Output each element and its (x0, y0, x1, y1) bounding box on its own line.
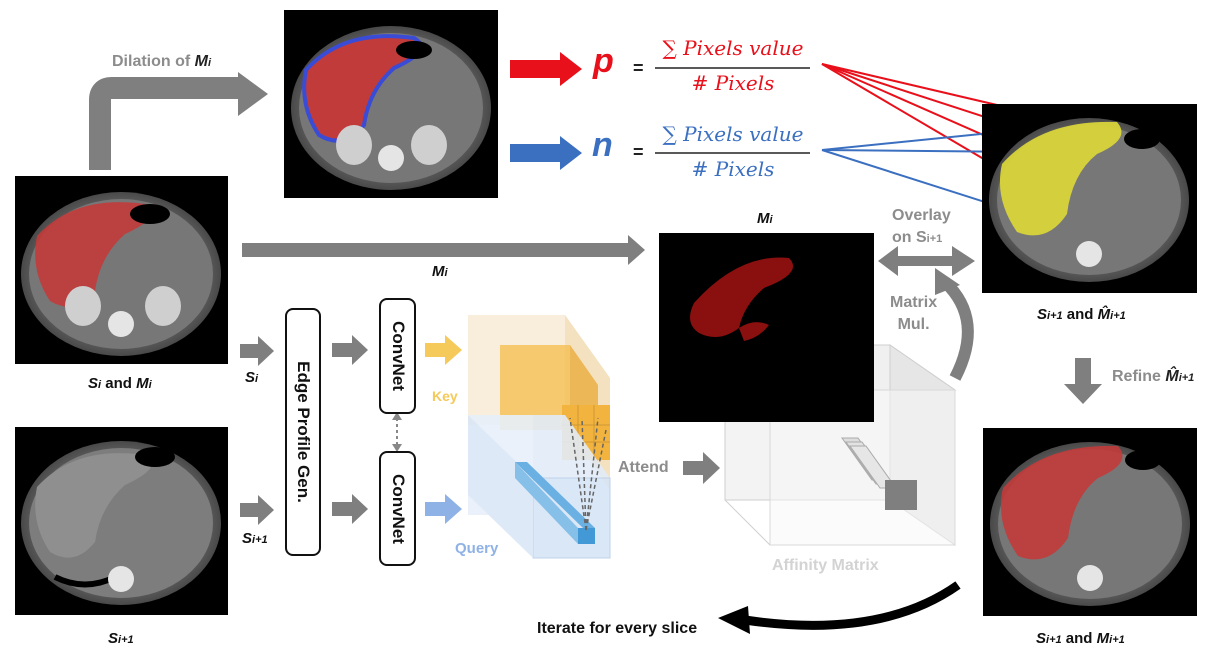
si-mi-caption-sub1: i (98, 379, 102, 391)
dilation-ct-image (284, 10, 498, 198)
bottom-right-m: M (1096, 630, 1110, 647)
si1-caption-s: S (108, 630, 119, 647)
overlay-text: Overlay (892, 207, 951, 224)
dilation-m: M (194, 53, 208, 70)
bottom-right-ct-image (983, 428, 1197, 616)
top-right-caption: Si+1 and M̂i+1 (1037, 306, 1126, 323)
convnet-bottom-text: ConvNet (388, 473, 408, 544)
dilation-label: Dilation of Mi (112, 53, 211, 71)
mi-image-title: Mi (757, 210, 773, 227)
matrix-mul-text2: Mul. (897, 316, 930, 333)
si1-ct-image (15, 427, 228, 615)
affinity-label: Affinity Matrix (772, 557, 879, 574)
si-mi-caption-sub2: i (148, 379, 152, 391)
bottom-right-s-sub: i+1 (1046, 634, 1062, 646)
si1-arrow (240, 495, 274, 525)
p-symbol: p (593, 42, 614, 80)
bottom-right-m-sub: i+1 (1109, 634, 1125, 646)
refine-m: M̂ (1165, 368, 1179, 385)
overlay-label: Overlay on Si+1 (892, 205, 951, 250)
query-arrow (425, 494, 462, 524)
mi-arrow-m: M (432, 263, 445, 280)
edge-profile-box: Edge Profile Gen. (285, 308, 321, 556)
query-cube (468, 415, 611, 559)
refine-label: Refine M̂i+1 (1112, 368, 1194, 386)
matrix-mul-label: Matrix Mul. (890, 292, 937, 336)
iterate-label: Iterate for every slice (537, 620, 698, 637)
si-input-s: S (245, 369, 256, 386)
top-right-ct-image (982, 104, 1197, 293)
iterate-arrow (718, 581, 961, 634)
refine-arrow (1064, 358, 1102, 404)
si1-input-label: Si+1 (242, 530, 268, 547)
bottom-right-s: S (1036, 630, 1047, 647)
bottom-right-and: and (1061, 630, 1097, 647)
dilation-ct-drawing (291, 26, 491, 190)
si-mi-ct-image (15, 176, 228, 364)
red-arrow (510, 52, 582, 86)
convnet-top-text: ConvNet (388, 321, 408, 391)
top-right-s: S (1037, 306, 1048, 323)
p-equals: = (633, 58, 644, 78)
refine-text: Refine (1112, 368, 1161, 385)
si1-ct-drawing (21, 441, 221, 605)
dilation-arrow (89, 72, 268, 170)
convnet-bottom-box: ConvNet (379, 451, 416, 566)
si-mi-caption-s: S (88, 375, 99, 392)
blue-arrow (510, 136, 582, 170)
bottom-right-ct-drawing (990, 442, 1190, 606)
si1-caption-sub: i+1 (118, 634, 134, 646)
mi-image-title-sub: i (769, 214, 773, 226)
edge-to-conv-bottom-arrow (332, 494, 368, 524)
attend-arrow (683, 452, 720, 484)
n-denominator: # Pixels (691, 157, 775, 181)
query-label: Query (455, 540, 499, 557)
mi-arrow-sub: i (444, 267, 448, 279)
overlay-on: on Si+1 (892, 227, 951, 250)
mi-arrow (242, 235, 645, 265)
si-arrow (240, 336, 274, 366)
mi-image-title-m: M (757, 210, 770, 227)
si-mi-caption-m: M (136, 375, 149, 392)
mi-mask-drawing (690, 257, 794, 341)
top-right-m-sub: i+1 (1110, 310, 1126, 322)
top-right-ct-drawing (989, 118, 1189, 282)
mi-arrow-label: Mi (432, 263, 448, 280)
si1-input-s: S (242, 530, 253, 547)
n-numerator: ∑ Pixels value (662, 122, 804, 146)
top-right-s-sub: i+1 (1047, 310, 1063, 322)
si-mi-ct-drawing (21, 192, 221, 356)
overlay-arrow (878, 246, 975, 276)
p-numerator: ∑ Pixels value (662, 36, 804, 60)
si-input-label: Si (245, 369, 258, 386)
edge-profile-text: Edge Profile Gen. (294, 361, 314, 503)
bottom-right-caption: Si+1 and Mi+1 (1036, 630, 1125, 647)
attend-label: Attend (618, 459, 669, 476)
si-mi-caption-and: and (101, 375, 137, 392)
matrix-mul-text1: Matrix (890, 294, 938, 311)
p-denominator: # Pixels (691, 71, 775, 95)
overlay-on-sub: i+1 (926, 233, 943, 245)
overlay-on-text: on S (892, 229, 927, 246)
mi-mask-image (659, 233, 874, 422)
refine-sub: i+1 (1178, 372, 1195, 384)
key-label: Key (432, 388, 458, 404)
si-input-sub: i (255, 373, 259, 385)
n-symbol: n (592, 126, 613, 164)
si1-input-sub: i+1 (252, 534, 268, 546)
dilation-sub: i (208, 57, 212, 69)
attention-lines (569, 417, 607, 531)
key-cube (468, 315, 610, 490)
matrix-mul-arrow (935, 268, 974, 381)
top-right-and: and (1062, 306, 1098, 323)
key-arrow (425, 335, 462, 365)
edge-to-conv-top-arrow (332, 335, 368, 365)
n-equals: = (633, 142, 644, 162)
top-right-m: M̂ (1097, 306, 1111, 323)
si-mi-caption: Si and Mi (88, 375, 152, 392)
convnet-top-box: ConvNet (379, 298, 416, 414)
affinity-slices (841, 437, 917, 510)
dilation-text: Dilation of (112, 53, 191, 70)
si1-caption: Si+1 (108, 630, 134, 647)
